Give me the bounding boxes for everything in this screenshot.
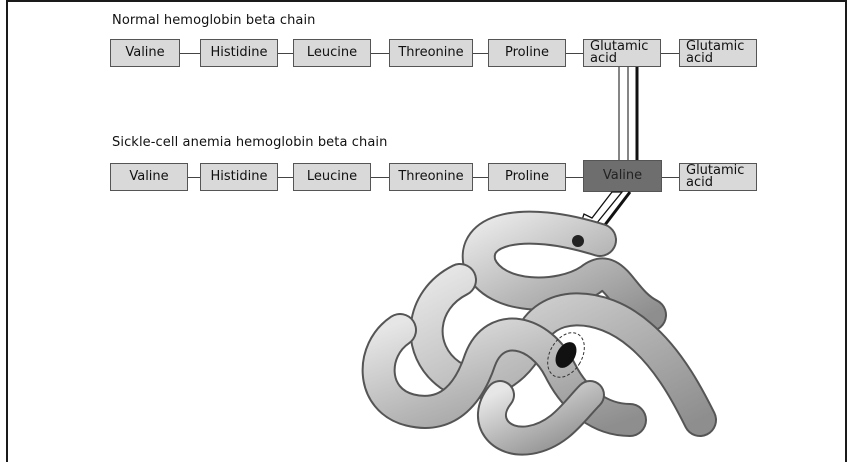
mutation-site-marker bbox=[572, 235, 584, 247]
folded-protein bbox=[379, 228, 700, 441]
substitution-connector bbox=[619, 67, 637, 160]
